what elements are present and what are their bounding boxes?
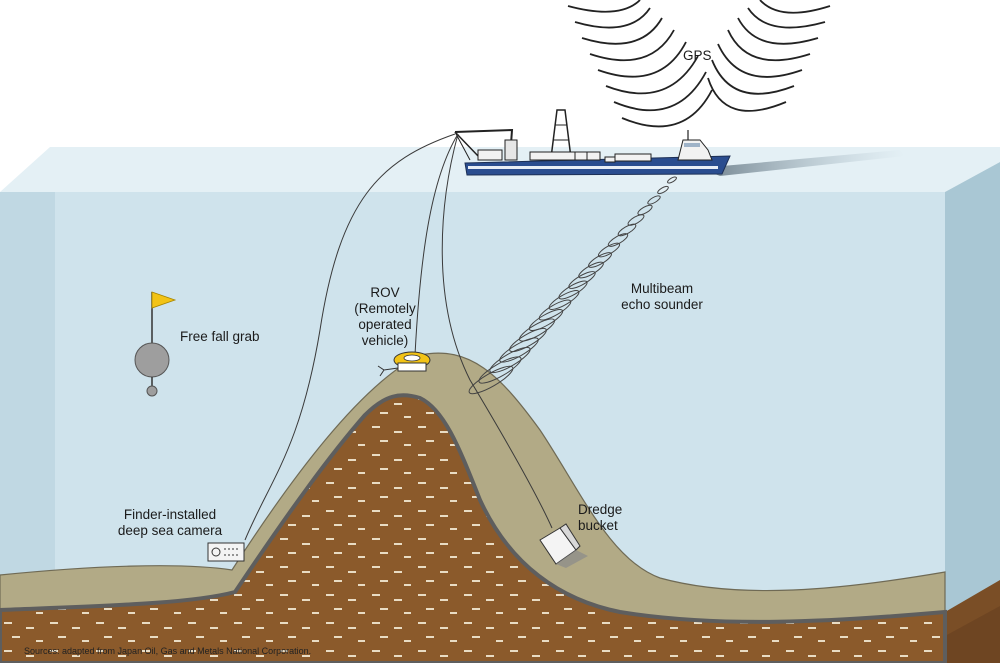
dredge-bucket-label: Dredge bucket [578,502,622,534]
dredge-bucket [539,523,588,568]
dredge-cable [441,133,553,529]
free-fall-grab [134,291,177,397]
deep-sea-camera [207,542,245,562]
rock-mound [0,393,947,663]
rov-label-line3: operated [358,317,412,332]
dredge-bucket-label-line1: Dredge [578,502,623,517]
rov-label-line4: vehicle) [361,333,409,348]
echo-sounder-label: Multibeam echo sounder [612,281,712,313]
free-fall-grab-label: Free fall grab [180,329,260,344]
deep-sea-camera-label-line2: deep sea camera [117,523,223,538]
rov-label-line2: (Remotely [354,301,416,316]
echo-sounder-beam [468,176,677,395]
rov-cable [414,133,459,356]
echo-sounder-label-line1: Multibeam [630,281,694,296]
rov-label: ROV (Remotely operated vehicle) [335,285,435,349]
source-credit: Sources: adapted from Japan Oil, Gas and… [24,646,312,656]
gps-signal-arcs [567,0,831,128]
tether-cables [244,133,553,541]
water-left-side [0,192,55,663]
dredge-bucket-label-line2: bucket [578,518,618,533]
water-right-side [945,162,1000,630]
deep-sea-camera-label: Finder-installed deep sea camera [110,507,230,539]
echo-sounder-label-line2: echo sounder [621,297,703,312]
rov-vehicle [377,351,431,377]
gps-label: GPS [683,48,712,63]
ship-wake [700,150,905,176]
flag-icon [151,291,177,309]
survey-ship [454,109,731,176]
camera-cable [244,133,456,541]
deep-sea-camera-label-line1: Finder-installed [123,507,217,522]
rov-label-line1: ROV [370,285,400,300]
